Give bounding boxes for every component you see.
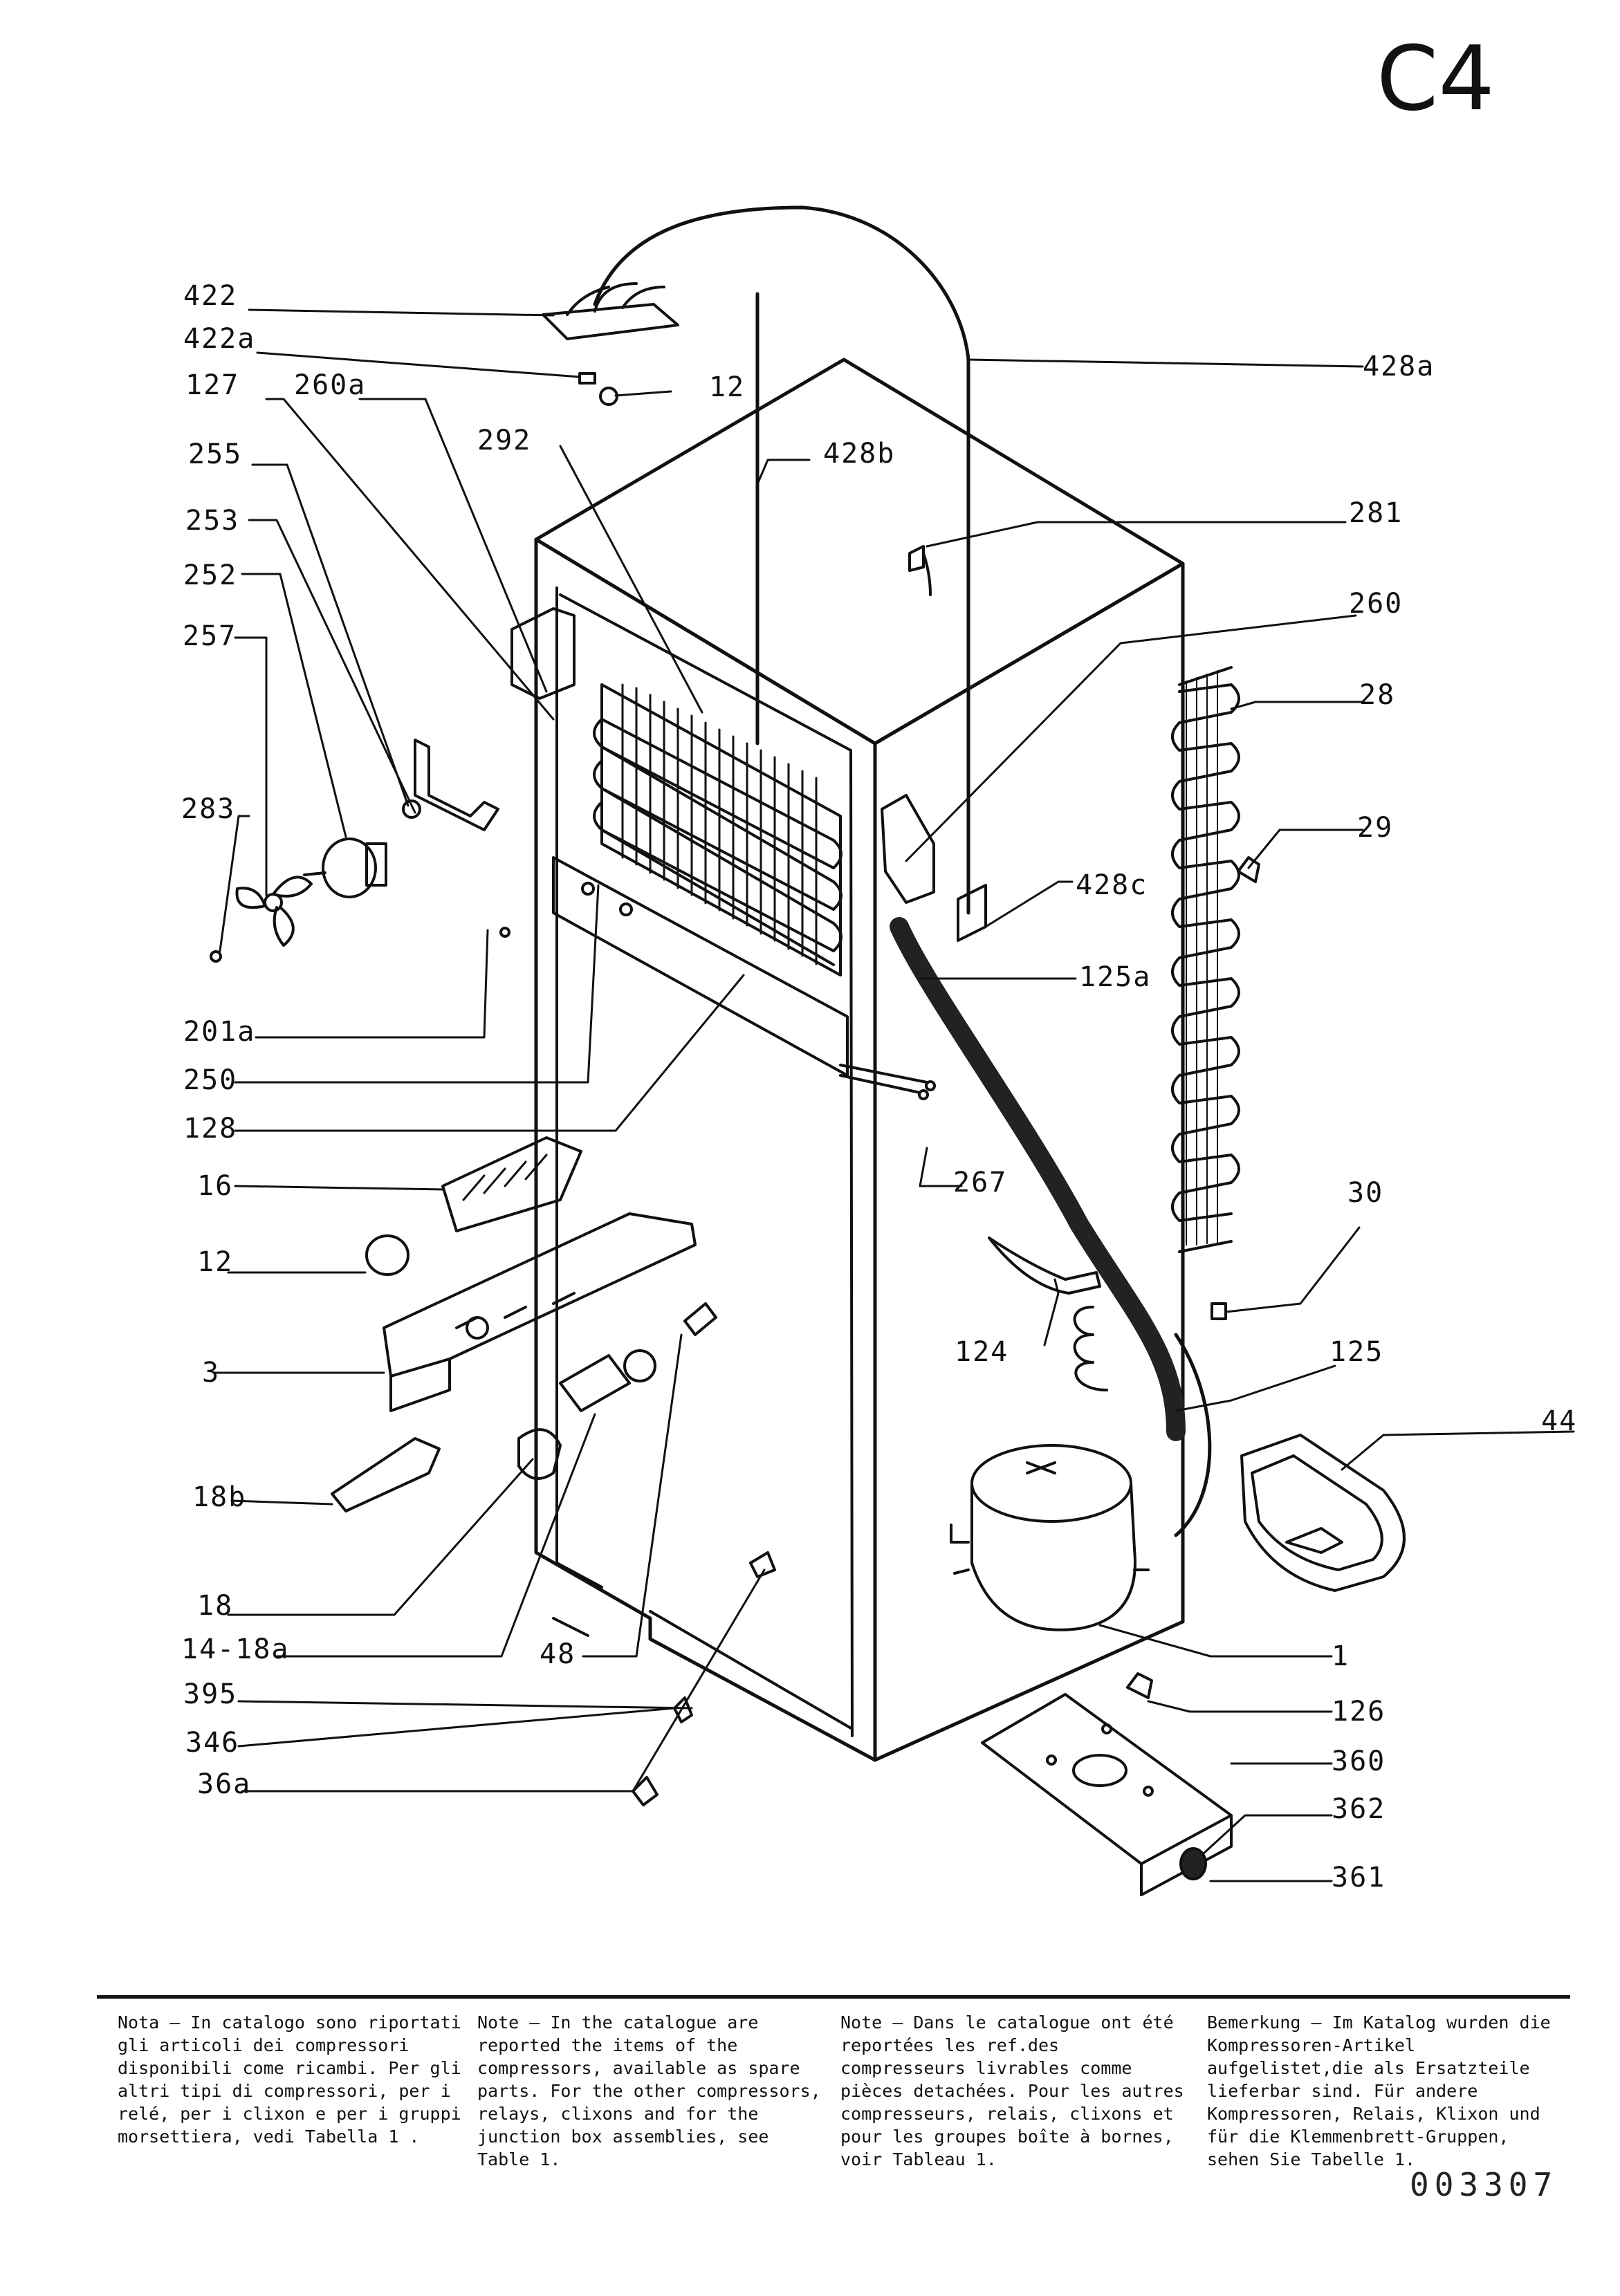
- callout-257: 257: [183, 620, 237, 652]
- callout-422a: 422a: [183, 323, 256, 355]
- callout-48: 48: [540, 1638, 576, 1670]
- thermostat-knob-14: [559, 1354, 631, 1412]
- callout-127: 127: [185, 369, 240, 401]
- notes-section: Nota – In catalogo sono riportati gli ar…: [97, 1995, 1570, 2169]
- fan-bracket: [414, 739, 499, 831]
- callout-3: 3: [202, 1357, 221, 1389]
- condenser: [1171, 666, 1240, 1253]
- note-english: Note – In the catalogue are reported the…: [477, 2012, 821, 2169]
- callout-36a: 36a: [197, 1768, 252, 1800]
- callout-128: 128: [183, 1113, 238, 1145]
- callout-29: 29: [1357, 812, 1394, 844]
- callout-346: 346: [185, 1727, 240, 1759]
- callout-201a: 201a: [183, 1016, 256, 1048]
- callout-12-top: 12: [709, 371, 746, 403]
- switch-18b: [331, 1437, 441, 1512]
- callout-395: 395: [183, 1678, 238, 1710]
- callout-28: 28: [1359, 679, 1396, 711]
- callout-360: 360: [1332, 1746, 1386, 1777]
- callout-126: 126: [1332, 1696, 1386, 1728]
- thermostat-260: [881, 794, 935, 904]
- callout-16: 16: [197, 1170, 234, 1202]
- callout-18b: 18b: [192, 1481, 247, 1513]
- callout-260: 260: [1349, 588, 1403, 620]
- callout-267: 267: [953, 1167, 1008, 1198]
- note-italian: Nota – In catalogo sono riportati gli ar…: [118, 2012, 461, 2147]
- document-number: 003307: [1410, 2166, 1558, 2203]
- callout-12: 12: [197, 1246, 234, 1278]
- lampholder-18: [517, 1428, 562, 1480]
- callout-125a: 125a: [1079, 961, 1152, 993]
- callout-281: 281: [1349, 497, 1403, 529]
- callout-283: 283: [181, 793, 236, 825]
- fan-blade: [235, 876, 313, 947]
- callout-30: 30: [1347, 1177, 1384, 1209]
- callout-362: 362: [1332, 1793, 1386, 1825]
- foot-126: [1126, 1672, 1153, 1699]
- callout-292: 292: [477, 425, 532, 456]
- callout-255: 255: [188, 438, 243, 470]
- relay-260a: [510, 607, 576, 700]
- callout-428a: 428a: [1363, 351, 1435, 382]
- sheet-code: C4: [1377, 28, 1495, 131]
- callout-250: 250: [183, 1064, 238, 1096]
- callout-18: 18: [197, 1590, 234, 1622]
- callout-252: 252: [183, 559, 238, 591]
- callout-361: 361: [1332, 1862, 1386, 1894]
- fan-motor: [303, 837, 387, 898]
- callout-422: 422: [183, 280, 238, 312]
- note-french: Note – Dans le catalogue ont été reporté…: [840, 2012, 1184, 2169]
- cabinet-body: [534, 358, 1185, 1762]
- callout-124: 124: [955, 1336, 1009, 1368]
- callout-44: 44: [1541, 1405, 1578, 1437]
- lamp-cover-16: [441, 1136, 582, 1232]
- drip-tray: [1240, 1434, 1406, 1592]
- foot-361: [1179, 1847, 1207, 1880]
- callout-253: 253: [185, 505, 240, 537]
- callout-428c: 428c: [1076, 869, 1148, 901]
- callout-125: 125: [1329, 1336, 1384, 1368]
- evaporator-coil: [593, 292, 843, 966]
- terminal-block: [542, 303, 679, 340]
- control-housing: [383, 1212, 697, 1412]
- knob-12: [365, 1234, 409, 1276]
- callout-1: 1: [1332, 1640, 1350, 1672]
- note-german: Bemerkung – Im Katalog wurden die Kompre…: [1207, 2012, 1551, 2169]
- capillary-wire-428a: [593, 205, 970, 915]
- drain-hose: [890, 917, 1186, 1441]
- compressor: [950, 1444, 1150, 1631]
- callout-14-18a: 14-18a: [181, 1633, 290, 1665]
- drain-channel: [552, 856, 849, 1077]
- callout-428b: 428b: [823, 438, 896, 470]
- callout-260a: 260a: [294, 369, 367, 401]
